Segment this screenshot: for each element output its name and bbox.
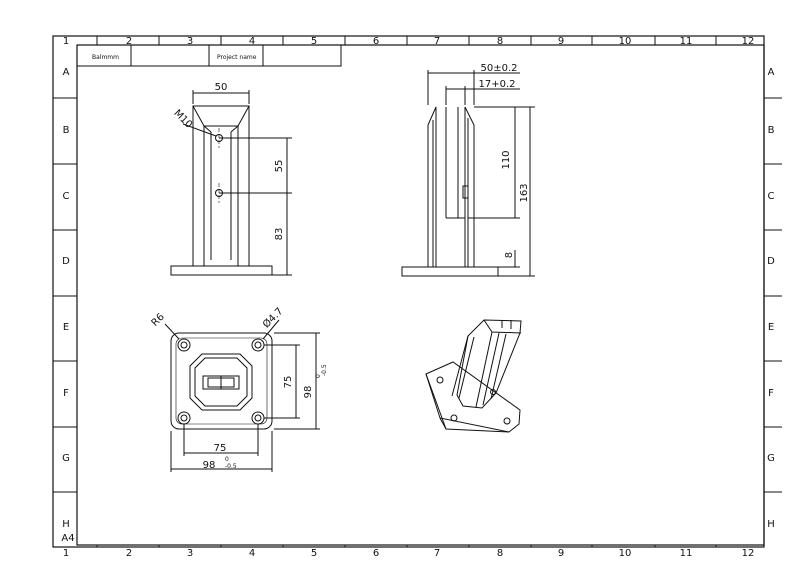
col-label-top-9: 9	[558, 36, 564, 47]
col-label-bottom-4: 4	[249, 548, 255, 559]
col-label-top-3: 3	[187, 36, 193, 47]
row-label-left-b: B	[63, 125, 70, 136]
top-hole-spacing-v-dim: 75	[283, 376, 294, 389]
sheet-size-label: A4	[61, 533, 74, 544]
side-total-height-dim: 163	[519, 183, 530, 202]
col-label-top-7: 7	[434, 36, 440, 47]
isometric-view	[425, 319, 522, 433]
row-label-left-f: F	[63, 388, 69, 399]
top-base-width-h-dim: 98	[203, 460, 216, 471]
col-label-top-11: 11	[680, 36, 693, 47]
side-slot-height-dim: 110	[501, 150, 512, 169]
col-label-top-4: 4	[249, 36, 255, 47]
drawing-frame	[52, 35, 765, 548]
row-label-right-c: C	[768, 191, 775, 202]
row-label-left-g: G	[62, 453, 70, 464]
front-width-dim: 50	[215, 82, 228, 93]
title-field-1-label: Balmmm	[92, 54, 119, 61]
front-view	[170, 90, 292, 276]
row-label-right-e: E	[768, 322, 774, 333]
col-label-top-6: 6	[373, 36, 379, 47]
top-tol-v-lower: -0.5	[321, 364, 328, 376]
col-label-bottom-8: 8	[497, 548, 503, 559]
top-view	[164, 319, 320, 472]
grid-column-labels: 1 2 3 4 5 6 7 8 9 10 11 12 1 2 3 4 5 6 7…	[63, 36, 755, 559]
grid-column-ticks	[96, 36, 717, 547]
title-block: Balmmm Project name	[76, 44, 342, 67]
top-hole-spacing-h-dim: 75	[214, 443, 227, 454]
col-label-bottom-1: 1	[63, 548, 69, 559]
row-label-left-e: E	[63, 322, 69, 333]
grid-row-ticks	[53, 97, 782, 493]
col-label-top-12: 12	[742, 36, 755, 47]
row-label-right-f: F	[768, 388, 774, 399]
side-overall-width-dim: 50±0.2	[480, 63, 517, 74]
col-label-bottom-9: 9	[558, 548, 564, 559]
grid-row-labels: A B C D E F G H A4 A B C D E F G H	[61, 67, 775, 544]
top-tol-v-upper: 0	[315, 374, 322, 378]
col-label-bottom-12: 12	[742, 548, 755, 559]
row-label-left-c: C	[63, 191, 70, 202]
col-label-top-2: 2	[126, 36, 132, 47]
row-label-left-a: A	[63, 67, 70, 78]
top-tol-h-lower: -0.5	[225, 463, 237, 470]
side-view	[401, 70, 535, 277]
col-label-top-10: 10	[619, 36, 632, 47]
side-base-thickness-dim: 8	[504, 252, 515, 258]
front-lower-height-dim: 83	[274, 228, 285, 241]
col-label-bottom-2: 2	[126, 548, 132, 559]
row-label-left-h: H	[62, 519, 70, 530]
col-label-bottom-7: 7	[434, 548, 440, 559]
col-label-bottom-5: 5	[311, 548, 317, 559]
side-slot-width-dim: 17+0.2	[478, 79, 515, 90]
col-label-top-5: 5	[311, 36, 317, 47]
title-field-2-label: Project name	[217, 54, 257, 61]
front-hole-spacing-dim: 55	[274, 160, 285, 173]
row-label-right-b: B	[768, 125, 775, 136]
top-corner-radius-label: R6	[150, 312, 167, 329]
col-label-bottom-11: 11	[680, 548, 693, 559]
col-label-bottom-6: 6	[373, 548, 379, 559]
col-label-top-8: 8	[497, 36, 503, 47]
top-base-width-v-dim: 98	[303, 386, 314, 399]
col-label-top-1: 1	[63, 36, 69, 47]
row-label-right-h: H	[767, 519, 775, 530]
row-label-left-d: D	[62, 256, 70, 267]
row-label-right-g: G	[767, 453, 775, 464]
col-label-bottom-3: 3	[187, 548, 193, 559]
row-label-right-a: A	[768, 67, 775, 78]
top-tol-h-upper: 0	[225, 456, 229, 463]
col-label-bottom-10: 10	[619, 548, 632, 559]
row-label-right-d: D	[767, 256, 775, 267]
